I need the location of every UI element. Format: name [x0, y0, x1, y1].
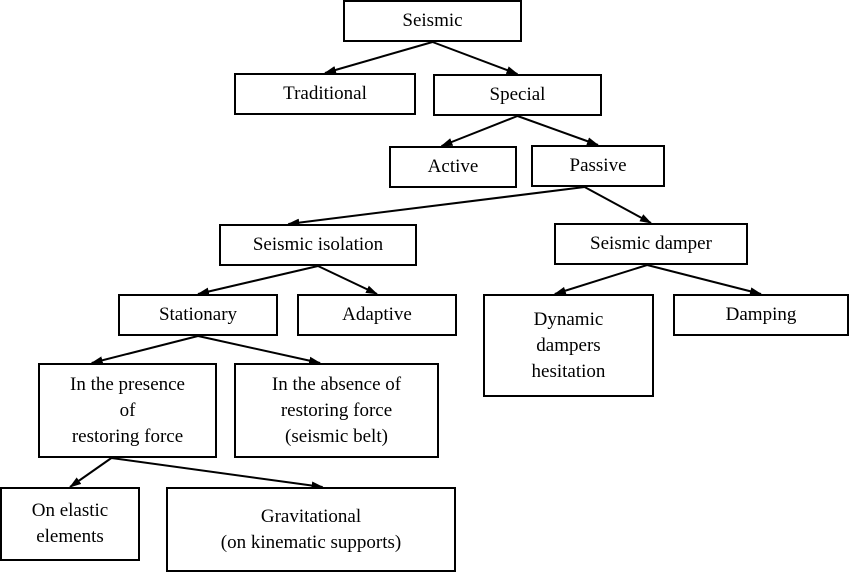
edge-seismic-damper-to-damping — [646, 264, 762, 296]
node-special-label: Special — [489, 84, 546, 105]
node-seismic-damper: Seismic damper — [554, 223, 748, 265]
node-special: Special — [433, 74, 602, 116]
node-gravitational: Gravitational (on kinematic supports) — [166, 487, 456, 572]
node-passive: Passive — [531, 145, 665, 187]
node-elastic: On elastic elements — [0, 487, 140, 561]
node-passive-label: Passive — [569, 155, 627, 176]
node-traditional: Traditional — [234, 73, 416, 115]
node-elastic-label: On elastic elements — [31, 500, 109, 547]
node-seismic-label: Seismic — [402, 10, 463, 31]
node-absence-label: In the absence of restoring force (seism… — [271, 373, 402, 447]
node-adaptive-label: Adaptive — [342, 304, 412, 325]
edge-presence-to-elastic — [69, 457, 112, 488]
node-active-label: Active — [427, 156, 479, 177]
edge-special-to-passive — [517, 115, 599, 146]
node-seismic-damper-label: Seismic damper — [590, 233, 712, 254]
edge-stationary-to-presence — [90, 335, 199, 365]
edge-presence-to-gravitational — [111, 457, 324, 490]
edge-seismic-damper-to-dynamic-dampers — [553, 264, 648, 295]
node-presence: In the presence of restoring force — [38, 363, 217, 458]
node-dynamic-dampers: Dynamic dampers hesitation — [483, 294, 654, 397]
node-seismic: Seismic — [343, 0, 522, 42]
node-absence: In the absence of restoring force (seism… — [234, 363, 439, 458]
node-seismic-isolation: Seismic isolation — [219, 224, 417, 266]
edge-passive-to-seismic-damper — [584, 186, 652, 224]
node-gravitational-label: Gravitational (on kinematic supports) — [220, 505, 402, 553]
node-damping-label: Damping — [725, 304, 797, 325]
edge-seismic-isolation-to-adaptive — [317, 265, 378, 295]
edge-seismic-to-traditional — [324, 41, 433, 74]
node-seismic-isolation-label: Seismic isolation — [252, 234, 384, 255]
node-dynamic-dampers-label: Dynamic dampers hesitation — [531, 308, 606, 382]
node-presence-label: In the presence of restoring force — [70, 373, 185, 447]
node-adaptive: Adaptive — [297, 294, 457, 336]
node-active: Active — [389, 146, 517, 188]
edge-passive-to-seismic-isolation — [287, 186, 585, 227]
edge-seismic-to-special — [432, 41, 519, 75]
edge-stationary-to-absence — [197, 335, 322, 365]
edge-special-to-active — [440, 115, 518, 147]
node-stationary-label: Stationary — [158, 304, 238, 325]
node-traditional-label: Traditional — [283, 83, 367, 104]
node-stationary: Stationary — [118, 294, 278, 336]
edge-seismic-isolation-to-stationary — [197, 265, 319, 296]
node-damping: Damping — [673, 294, 849, 336]
